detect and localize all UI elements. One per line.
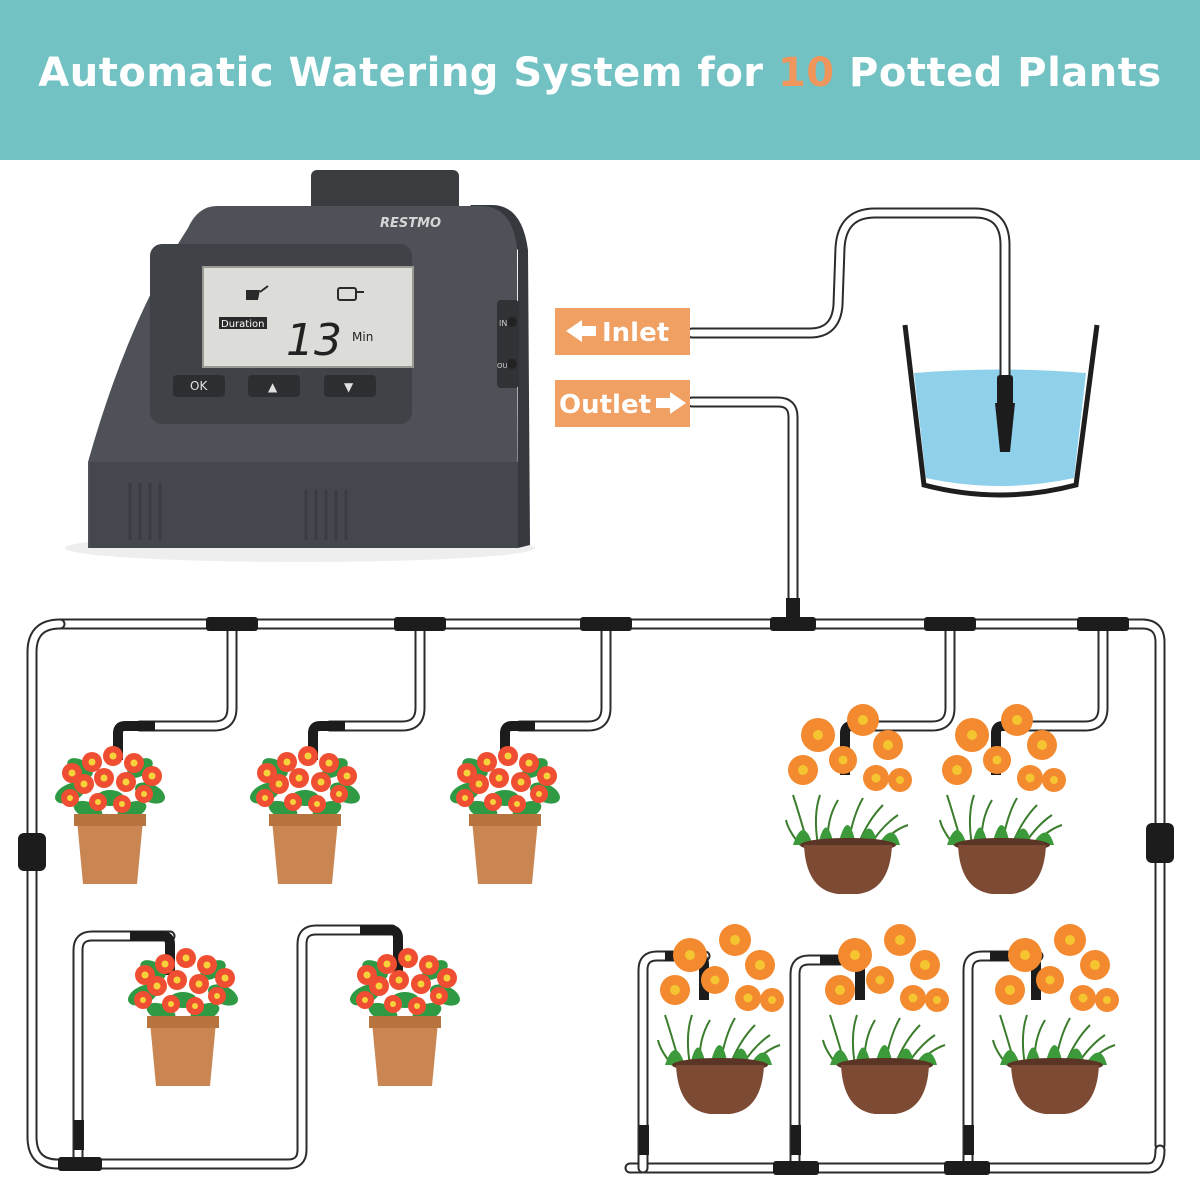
device-vents bbox=[128, 483, 348, 540]
page-title: Automatic Watering System for 10 Potted … bbox=[0, 50, 1200, 96]
orange-flower-pot-5 bbox=[992, 923, 1120, 1115]
title-text-after: Potted Plants bbox=[834, 50, 1162, 96]
outlet-tag: Outlet bbox=[555, 380, 690, 427]
port-panel bbox=[497, 300, 519, 388]
timer-unit: Min bbox=[352, 330, 373, 344]
drop-end-4 bbox=[964, 1125, 974, 1155]
drop-end-3 bbox=[791, 1125, 801, 1155]
down-button-label: ▼ bbox=[344, 380, 354, 394]
in-port-label: IN bbox=[499, 319, 507, 328]
ok-button-label: OK bbox=[190, 379, 208, 393]
watering-can-icon bbox=[246, 285, 269, 300]
nozzle-6 bbox=[130, 931, 175, 975]
up-button-label: ▲ bbox=[268, 380, 278, 394]
orange-flower-pot-4 bbox=[822, 923, 950, 1115]
out-port-label: OUT bbox=[497, 362, 513, 370]
tee-4 bbox=[924, 617, 976, 631]
title-highlight-count: 10 bbox=[777, 50, 835, 96]
brand-logo: RESTMO bbox=[380, 216, 441, 231]
title-text-before: Automatic Watering System for bbox=[38, 50, 778, 96]
drop-end-2 bbox=[639, 1125, 649, 1155]
bucket-outline bbox=[902, 324, 1100, 498]
nozzle-2 bbox=[308, 721, 345, 760]
orange-flower-pot-3 bbox=[657, 923, 785, 1115]
main-tee-stem bbox=[786, 598, 800, 622]
out-port bbox=[507, 359, 517, 369]
in-port bbox=[507, 317, 517, 327]
tee-1 bbox=[206, 617, 258, 631]
ok-button[interactable] bbox=[173, 375, 225, 397]
controller-device: RESTMO Duration 13 Min OK ▲ ▼ IN OUT bbox=[65, 170, 535, 562]
drop-end-1 bbox=[74, 1120, 84, 1150]
inlet-label: Inlet bbox=[602, 318, 669, 348]
red-flower-pot-5 bbox=[346, 948, 464, 1086]
tee-7 bbox=[773, 1161, 819, 1175]
nozzle-3 bbox=[500, 721, 535, 760]
nozzle-7 bbox=[360, 925, 403, 975]
tee-3 bbox=[580, 617, 632, 631]
arrow-right-icon bbox=[656, 392, 686, 414]
orange-flower-pot-2 bbox=[939, 703, 1067, 895]
tee-6 bbox=[58, 1157, 102, 1171]
tubing bbox=[26, 207, 1166, 1174]
left-coupler bbox=[18, 833, 46, 871]
arrow-left-icon bbox=[566, 320, 596, 342]
main-tee bbox=[770, 617, 816, 631]
title-banner bbox=[0, 0, 1200, 160]
right-coupler bbox=[1146, 823, 1174, 863]
faucet-icon bbox=[337, 287, 364, 301]
device-base bbox=[90, 462, 518, 548]
nozzle-1 bbox=[113, 721, 155, 760]
tee-2 bbox=[394, 617, 446, 631]
red-flower-pot-3 bbox=[446, 746, 564, 884]
red-flower-pot-4 bbox=[124, 948, 242, 1086]
mode-label: Duration bbox=[221, 319, 264, 330]
suction-filter bbox=[995, 403, 1015, 452]
filter-connector bbox=[997, 375, 1013, 405]
timer-value: 13 bbox=[286, 315, 342, 366]
red-flower-pot-2 bbox=[246, 746, 364, 884]
tee-8 bbox=[944, 1161, 990, 1175]
down-button[interactable] bbox=[324, 375, 376, 397]
red-flower-pot-1 bbox=[51, 746, 169, 884]
up-button[interactable] bbox=[248, 375, 300, 397]
outlet-label: Outlet bbox=[559, 390, 651, 420]
inlet-tag: Inlet bbox=[555, 308, 690, 355]
tee-5 bbox=[1077, 617, 1129, 631]
mode-label-bg bbox=[219, 317, 267, 329]
